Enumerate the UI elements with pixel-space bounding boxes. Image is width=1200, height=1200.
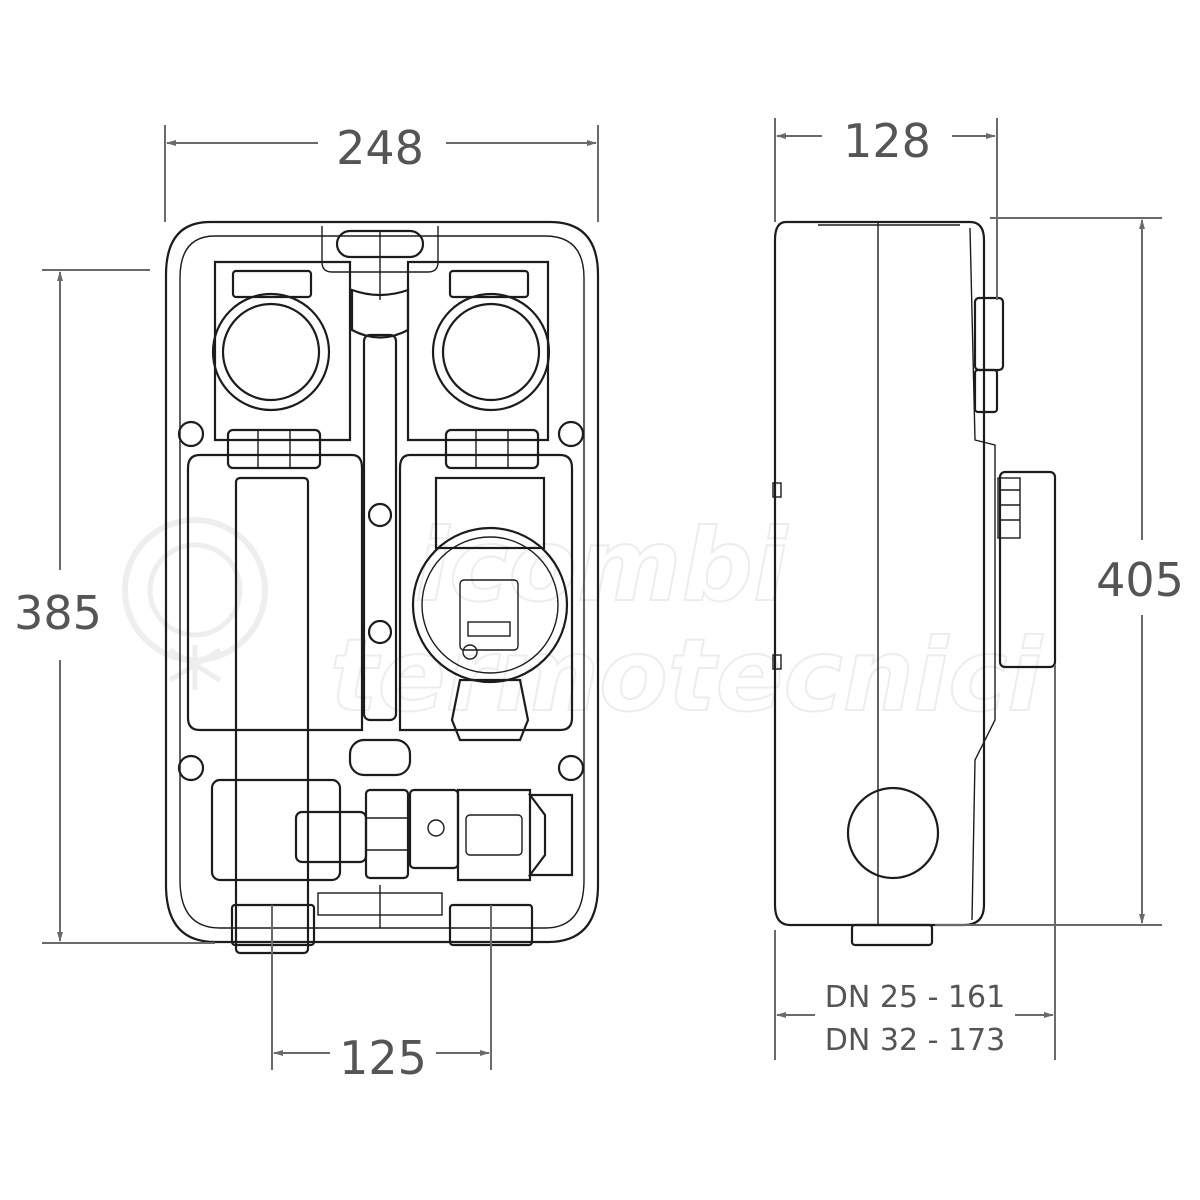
mounting-hole-top-right xyxy=(557,420,585,448)
side-depth-label: 128 xyxy=(843,114,931,168)
left-thermometer-dial xyxy=(221,302,321,402)
front-width-label: 248 xyxy=(336,121,424,175)
watermark-line-1: icombi xyxy=(415,507,789,624)
left-thermometer-cap xyxy=(231,269,313,299)
pump-head-icon xyxy=(411,526,569,684)
wall-bracket-lower xyxy=(973,368,999,414)
mounting-hole-bottom-left xyxy=(177,754,205,782)
right-lower-insulation xyxy=(398,453,574,732)
pipe-spacing-label: 125 xyxy=(339,1031,427,1085)
side-view xyxy=(772,220,1057,947)
left-upper-insulation xyxy=(213,260,352,442)
right-thermometer-cap xyxy=(448,269,530,299)
check-valve-body xyxy=(408,788,460,870)
front-view xyxy=(164,220,600,955)
mounting-hole-top-left xyxy=(177,420,205,448)
left-pipe-nut xyxy=(226,428,322,470)
right-pipe-nut xyxy=(444,428,540,470)
left-vertical-pipe xyxy=(234,476,310,955)
left-thermometer-outer xyxy=(211,292,331,412)
right-upper-insulation xyxy=(406,260,550,442)
side-pump-terminal xyxy=(997,477,1021,539)
front-housing-inner xyxy=(179,235,585,929)
dn32-label: DN 32 - 173 xyxy=(825,1023,1005,1058)
side-pump-motor xyxy=(998,470,1057,669)
front-height-label: 385 xyxy=(14,586,102,640)
side-bottom-outlet xyxy=(850,923,934,947)
side-dimensions: 128 405 DN 25 - 161 DN 32 - 173 xyxy=(774,114,1184,1060)
pump-buttons xyxy=(467,621,511,637)
center-pipe-hole-upper xyxy=(367,502,393,528)
side-rear-contour xyxy=(969,227,996,921)
watermark: icombi termotecnici xyxy=(122,506,1044,735)
right-outlet-fitting xyxy=(527,793,574,877)
bottom-center-slot xyxy=(348,738,412,777)
front-dimensions: 248 385 125 xyxy=(14,121,599,1085)
watermark-logo-icon xyxy=(122,517,268,690)
watermark-line-2: termotecnici xyxy=(330,617,1043,734)
front-housing-outer xyxy=(164,220,600,944)
pump-motor-housing xyxy=(434,476,546,550)
center-pipe xyxy=(362,333,398,722)
center-pipe-hole-lower xyxy=(367,619,393,645)
side-clip-lower xyxy=(772,654,782,670)
left-lower-insulation xyxy=(186,453,364,732)
right-thermometer-outer xyxy=(431,292,551,412)
left-valve-nut xyxy=(364,788,410,880)
side-clip-upper xyxy=(772,482,782,498)
wall-bracket-upper xyxy=(973,296,1005,372)
flow-regulator xyxy=(456,788,532,882)
mounting-hole-bottom-right xyxy=(557,754,585,782)
dn25-label: DN 25 - 161 xyxy=(825,980,1005,1015)
pump-control-panel xyxy=(459,579,519,651)
side-housing xyxy=(773,220,986,927)
ball-valve-left xyxy=(294,810,368,864)
bottom-left-insulation xyxy=(210,778,342,882)
side-pipe-end-icon xyxy=(846,786,940,880)
pump-valve-body xyxy=(450,678,530,742)
side-height-label: 405 xyxy=(1096,553,1184,607)
right-thermometer-dial xyxy=(441,302,541,402)
